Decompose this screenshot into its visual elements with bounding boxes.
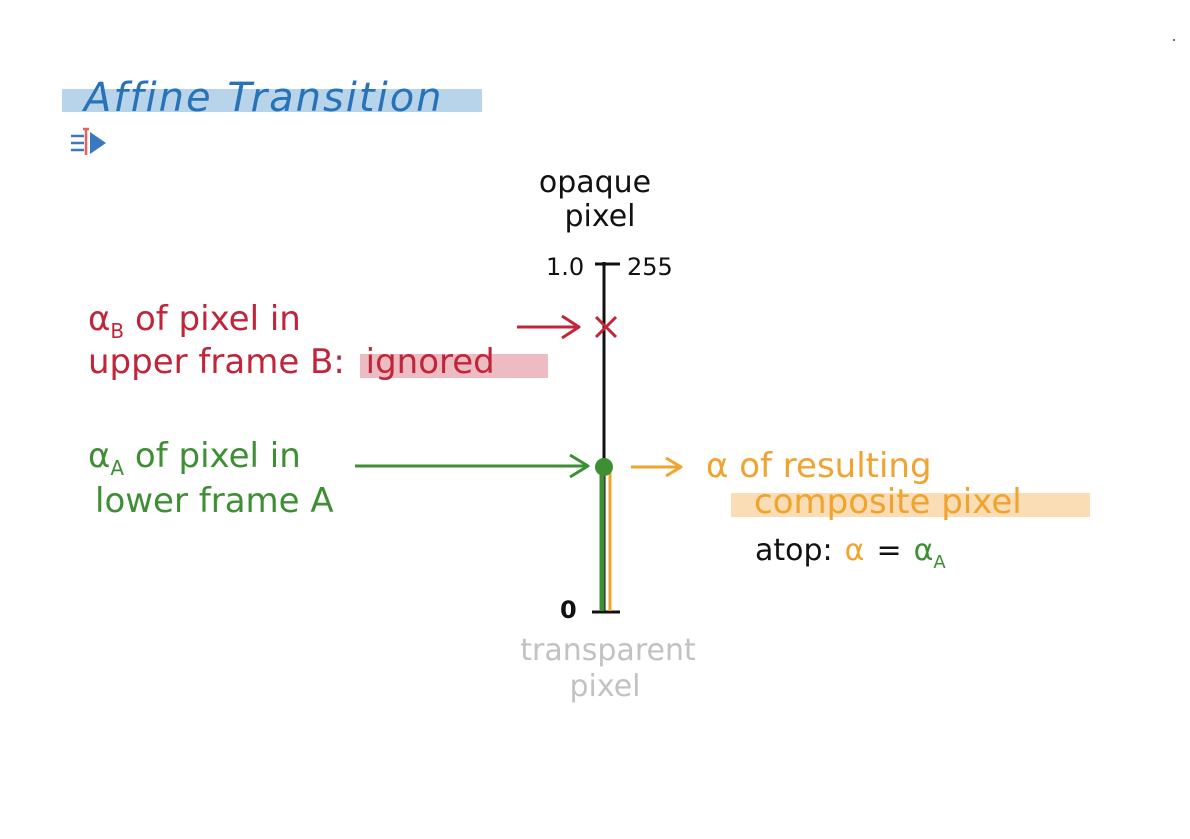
alpha-a-label-line2: lower frame A bbox=[95, 481, 334, 521]
alpha-a-label-line1: αA of pixel in bbox=[88, 436, 301, 480]
axis-bottom-label-1: transparent bbox=[520, 633, 696, 668]
page-title: Affine Transition bbox=[81, 75, 444, 121]
alpha-b-label-line1: αB of pixel in bbox=[88, 299, 301, 343]
result-label-line2: composite pixel bbox=[754, 482, 1022, 522]
alpha-b-label-line2: upper frame B: ignored bbox=[88, 342, 495, 382]
tick-label-0: 0 bbox=[560, 596, 577, 624]
presenter-icon[interactable] bbox=[71, 127, 106, 155]
axis-top-label-2: pixel bbox=[564, 199, 635, 234]
axis-top-label-1: opaque bbox=[539, 165, 651, 200]
alpha-a-marker bbox=[595, 458, 613, 476]
alpha-a-arrow bbox=[355, 453, 590, 479]
result-label-line1: α of resulting bbox=[706, 446, 932, 486]
ignored-highlight bbox=[360, 354, 548, 378]
title-highlight bbox=[62, 89, 482, 112]
atop-formula: atop:α=αA bbox=[755, 533, 946, 573]
speck-dot bbox=[1173, 39, 1175, 41]
alpha-b-marker bbox=[594, 315, 618, 339]
tick-label-255: 255 bbox=[627, 253, 673, 281]
tick-label-1-0: 1.0 bbox=[546, 253, 584, 281]
alpha-b-arrow bbox=[517, 314, 581, 340]
composite-highlight bbox=[731, 493, 1090, 517]
ignored-text: ignored bbox=[366, 342, 495, 382]
axis-bottom-label-2: pixel bbox=[569, 669, 640, 704]
result-arrow bbox=[631, 456, 683, 478]
